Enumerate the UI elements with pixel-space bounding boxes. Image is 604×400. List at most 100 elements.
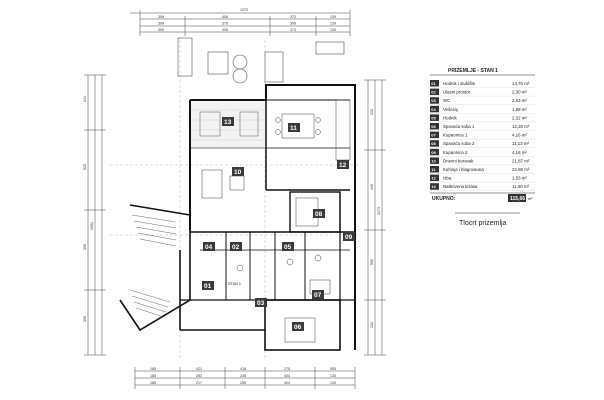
room-badge: 02 — [230, 242, 242, 251]
room-badge: 11 — [288, 123, 300, 132]
legend-room-area: 4,16 m² — [512, 133, 527, 138]
legend-room-name: Izba — [443, 176, 452, 181]
room-number: 03 — [257, 300, 265, 307]
legend-room-area: 1,88 m² — [512, 107, 527, 112]
axis-lines — [110, 40, 360, 360]
top-dimension-value: 372 — [290, 15, 296, 19]
legend-number: 09 — [431, 150, 436, 155]
legend-room-area: 1,53 m² — [512, 176, 527, 181]
legend-room-name: Ulazni prostor — [443, 90, 471, 95]
legend-number-badge — [430, 157, 439, 164]
top-dimension-value: 139 — [330, 22, 336, 26]
bottom-dimension-value: 404 — [284, 374, 290, 378]
top-dimension-value: 406 — [222, 15, 228, 19]
legend-room-name: Spavaća soba 1 — [443, 124, 475, 129]
legend-number-badge — [430, 105, 439, 113]
building-walls — [119, 84, 356, 351]
legend-number-badge — [430, 123, 439, 130]
bottom-dimension-value: 421 — [196, 367, 202, 371]
room-badge: 12 — [337, 160, 349, 169]
bottom-dimension-value: 255 — [240, 381, 246, 385]
right-dimensions — [364, 79, 386, 356]
room-number: 09 — [345, 234, 353, 241]
bottom-dimension-value: 555 — [330, 367, 336, 371]
room-badge: 01 — [202, 281, 214, 290]
room-badge: 04 — [203, 242, 215, 251]
bottom-dimension-value: 418 — [240, 367, 246, 371]
top-dimension-value: 378 — [222, 22, 228, 26]
room-number: 10 — [234, 169, 242, 176]
legend-number: 10 — [431, 158, 436, 163]
room-badge: 10 — [232, 167, 244, 176]
legend-number-badge — [430, 183, 439, 190]
room-number: 05 — [284, 244, 292, 251]
room-number: 11 — [290, 125, 297, 132]
legend-number: 04 — [431, 107, 436, 112]
legend-room-area: 14,70 m² — [512, 81, 530, 86]
room-badge: 13 — [222, 117, 234, 126]
right-dimension-value: 213 — [370, 322, 374, 328]
right-dimension-value: 440 — [370, 184, 374, 190]
right-dimension-value: 1273 — [377, 207, 381, 215]
bottom-dimension-value: 130 — [330, 381, 336, 385]
outdoor-furniture — [177, 37, 345, 84]
legend-number-badge — [430, 88, 439, 96]
legend-total-label: UKUPNO: — [432, 196, 456, 202]
bottom-dimension-value: 130 — [330, 374, 336, 378]
legend-room-area: 2,63 m² — [512, 98, 527, 103]
room-badge: 03 — [255, 298, 267, 307]
legend-number-badge — [430, 131, 439, 139]
left-dimension-value: 525 — [83, 164, 87, 170]
room-number: 07 — [314, 292, 322, 299]
legend-number-badge — [430, 140, 439, 147]
room-number: 02 — [232, 244, 240, 251]
top-dimension-value: 309 — [158, 22, 164, 26]
bottom-dimension-value: 185 — [150, 374, 156, 378]
legend-room-name: Dnevni boravak — [443, 158, 474, 163]
legend-number-badge — [430, 166, 439, 173]
bottom-dimension-value: 185 — [150, 381, 156, 385]
legend-room-area: 2,32 m² — [512, 115, 527, 120]
legend-title: PRIZEMLJE - STAN 1 — [448, 68, 498, 74]
legend-room-name: Hodnik i stubište — [443, 81, 476, 86]
bottom-dimension-value: 275 — [284, 367, 290, 371]
legend-number: 12 — [431, 176, 436, 181]
legend-number: 02 — [431, 90, 436, 95]
legend-room-name: WC — [443, 98, 450, 103]
staircase — [129, 214, 177, 318]
legend-room-area: 4,16 m² — [512, 150, 527, 155]
top-dimension-value: 139 — [330, 15, 336, 19]
room-number: 08 — [315, 211, 323, 218]
interior-furniture — [201, 99, 351, 343]
left-dimension-value: 395 — [83, 244, 87, 250]
bottom-dimensions — [134, 367, 356, 389]
bottom-dimension-value: 217 — [196, 381, 202, 385]
dim-overall-top: 1270 — [240, 8, 248, 12]
room-number: 12 — [339, 162, 347, 169]
top-dimension-value: 405 — [222, 28, 228, 32]
legend-room-name: Kupaonica 2 — [443, 150, 468, 155]
legend-room-name: Kuhinja i blagovaona — [443, 167, 484, 172]
legend-number-badge — [430, 114, 439, 121]
legend-number-badge — [430, 148, 439, 156]
legend-number: 05 — [431, 115, 436, 120]
bottom-dimension-value: 253 — [196, 374, 202, 378]
left-dimension-value: 1051 — [90, 222, 94, 230]
right-dimension-value: 550 — [370, 259, 374, 265]
legend-total-value: 115,66 — [510, 196, 525, 202]
legend-room-area: 11,13 m² — [512, 141, 530, 146]
room-badge: 09 — [343, 232, 355, 241]
apartment-label: STAN 1 — [228, 282, 241, 286]
legend-row: 09 Kupaonica 2 4,16 m² — [430, 148, 535, 157]
room-number: 13 — [224, 119, 232, 126]
legend-total-unit: m² — [528, 197, 533, 201]
legend-number: 08 — [431, 141, 436, 146]
legend-room-area: 22,88 m² — [512, 167, 530, 172]
